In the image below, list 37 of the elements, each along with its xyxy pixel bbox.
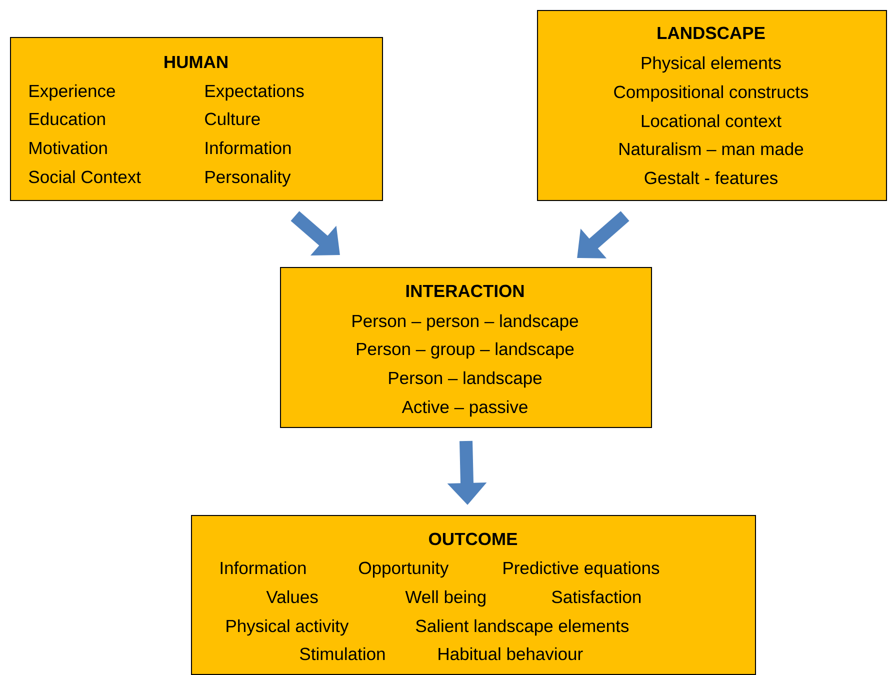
list-item: Person – landscape xyxy=(389,371,542,388)
list-item: Satisfaction xyxy=(552,590,641,604)
list-item: Predictive equations xyxy=(504,561,660,578)
list-item: Well being xyxy=(405,590,486,607)
text-box xyxy=(10,37,383,201)
heading: OUTCOME xyxy=(429,532,518,546)
list-item: Person – person – landscape xyxy=(352,314,578,331)
list-item: Physical activity xyxy=(226,619,349,636)
list-item: Habitual behaviour xyxy=(438,647,583,660)
list-item: Active – passive xyxy=(402,400,528,417)
text-box xyxy=(191,515,756,675)
list-item: Information xyxy=(206,141,291,154)
list-item: Compositional constructs xyxy=(614,85,808,102)
list-item: Social Context xyxy=(29,170,141,184)
list-item: Education xyxy=(30,112,105,126)
list-item: Personality xyxy=(206,170,291,187)
text-box xyxy=(280,267,652,428)
list-item: Person – group – landscape xyxy=(357,342,574,359)
text-box xyxy=(537,10,887,201)
list-item: Expectations xyxy=(206,84,304,101)
list-item: Naturalism – man made xyxy=(620,142,804,156)
list-item: Locational context xyxy=(642,114,782,128)
list-item: Experience xyxy=(30,84,115,101)
list-item: Culture xyxy=(205,112,260,126)
list-item: Opportunity xyxy=(359,561,449,578)
heading: LANDSCAPE xyxy=(658,26,765,40)
heading: INTERACTION xyxy=(406,284,524,298)
list-item: Values xyxy=(266,590,318,604)
block-arrow xyxy=(290,211,340,256)
list-item: Physical elements xyxy=(642,56,781,73)
list-item: Salient landscape elements xyxy=(416,619,629,636)
heading: HUMAN xyxy=(164,56,228,68)
list-item: Motivation xyxy=(30,141,107,154)
list-item: Gestalt - features xyxy=(644,171,778,184)
list-item: Information xyxy=(220,561,306,574)
list-item: Stimulation xyxy=(300,647,385,660)
block-arrow xyxy=(577,211,630,258)
